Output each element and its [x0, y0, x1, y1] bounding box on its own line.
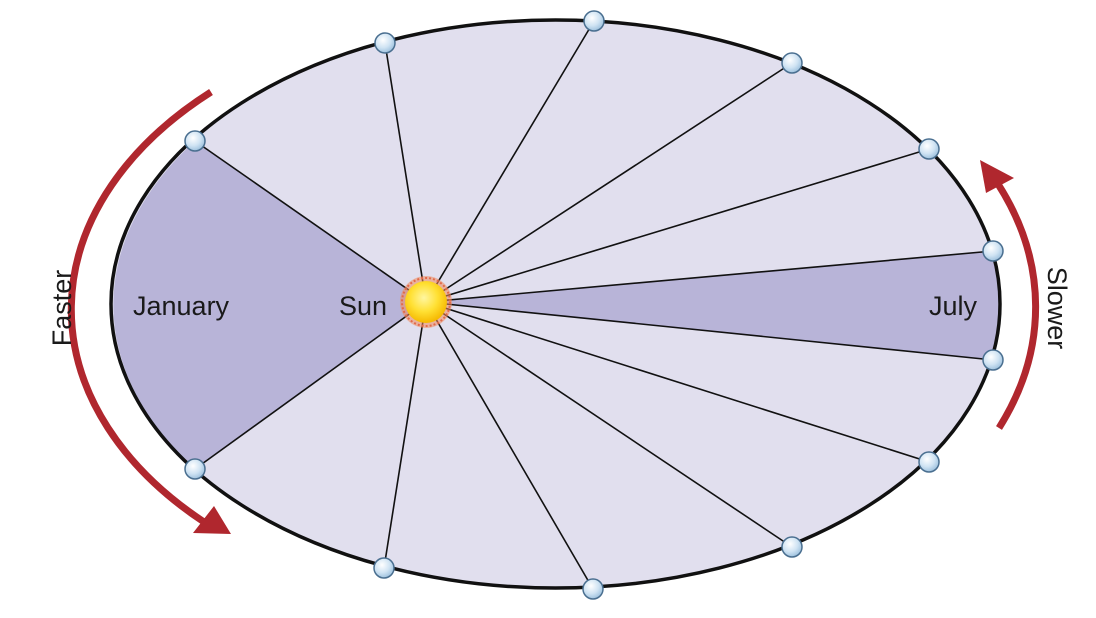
radius-line [425, 301, 594, 590]
radius-line [194, 301, 427, 470]
radius-lines [194, 20, 994, 590]
planet-positions [184, 10, 1004, 600]
planet-marker-icon [918, 451, 940, 473]
radius-line [425, 20, 595, 303]
radius-line [425, 301, 793, 548]
planet-marker-icon [374, 32, 396, 54]
faster-arrow-icon [67, 89, 231, 534]
july-sector [426, 251, 1002, 360]
planet-marker-icon [583, 10, 605, 32]
january-label: January [133, 291, 230, 321]
planet-marker-icon [781, 536, 803, 558]
radius-line [425, 301, 994, 361]
radius-line [384, 42, 427, 303]
radius-line [194, 140, 427, 303]
january-sector [113, 141, 426, 469]
planet-marker-icon [373, 557, 395, 579]
radius-line [425, 301, 930, 463]
planet-marker-icon [582, 578, 604, 600]
planet-marker-icon [184, 130, 206, 152]
july-label: July [929, 291, 978, 321]
faster-label: Faster [47, 270, 77, 347]
radius-line [425, 250, 994, 303]
sun-icon [400, 276, 452, 328]
orbit-outline [109, 18, 1002, 590]
radius-line [425, 62, 793, 303]
planet-marker-icon [982, 349, 1004, 371]
planet-marker-icon [781, 52, 803, 74]
slower-arrow-icon [980, 160, 1040, 430]
planet-marker-icon [918, 138, 940, 160]
radius-line [383, 301, 427, 569]
sun-label: Sun [339, 291, 387, 321]
slower-label: Slower [1042, 267, 1072, 350]
radius-line [425, 148, 930, 303]
planet-marker-icon [184, 458, 206, 480]
planet-marker-icon [982, 240, 1004, 262]
